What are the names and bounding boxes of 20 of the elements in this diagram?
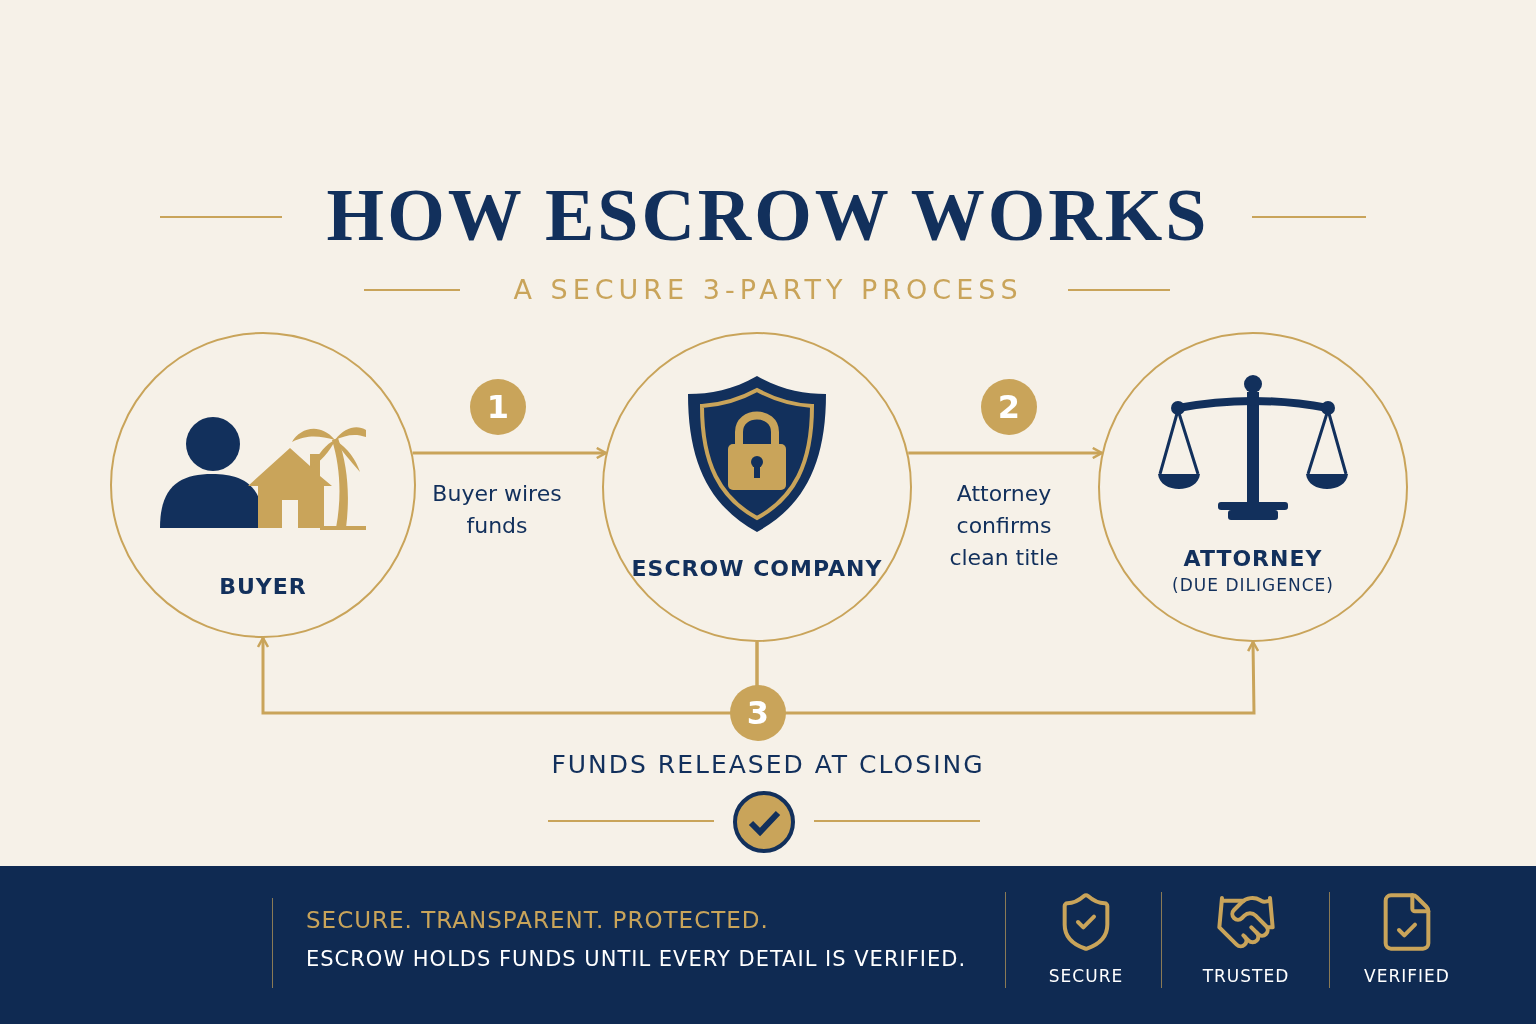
party-name: ATTORNEY [1183, 546, 1323, 571]
party-name: ESCROW COMPANY [631, 556, 883, 581]
party-name: BUYER [219, 574, 307, 599]
feature-label: TRUSTED [1201, 966, 1291, 986]
edge-label: Buyer wires funds [431, 480, 563, 540]
arrow [908, 446, 1104, 460]
subtitle: A SECURE 3-PARTY PROCESS [513, 274, 1023, 305]
arrow [755, 640, 1260, 715]
edge-label: Attorney confirms clean title [948, 480, 1060, 572]
party-role: (DUE DILIGENCE) [1172, 575, 1334, 595]
tagline-description: ESCROW HOLDS FUNDS UNTIL EVERY DETAIL IS VERIFIED. [306, 947, 967, 971]
title: HOW ESCROW WORKS [326, 178, 1210, 252]
step-number-badge: 2 [981, 379, 1037, 435]
step-number-badge: 3 [730, 685, 786, 741]
step-number-badge: 1 [470, 379, 526, 435]
feature-label: SECURE [1047, 966, 1125, 986]
feature-label: VERIFIED [1363, 966, 1451, 986]
arrow [412, 446, 608, 460]
tagline: SECURE. TRANSPARENT. PROTECTED. [306, 907, 769, 933]
closing-note: FUNDS RELEASED AT CLOSING [551, 750, 985, 779]
